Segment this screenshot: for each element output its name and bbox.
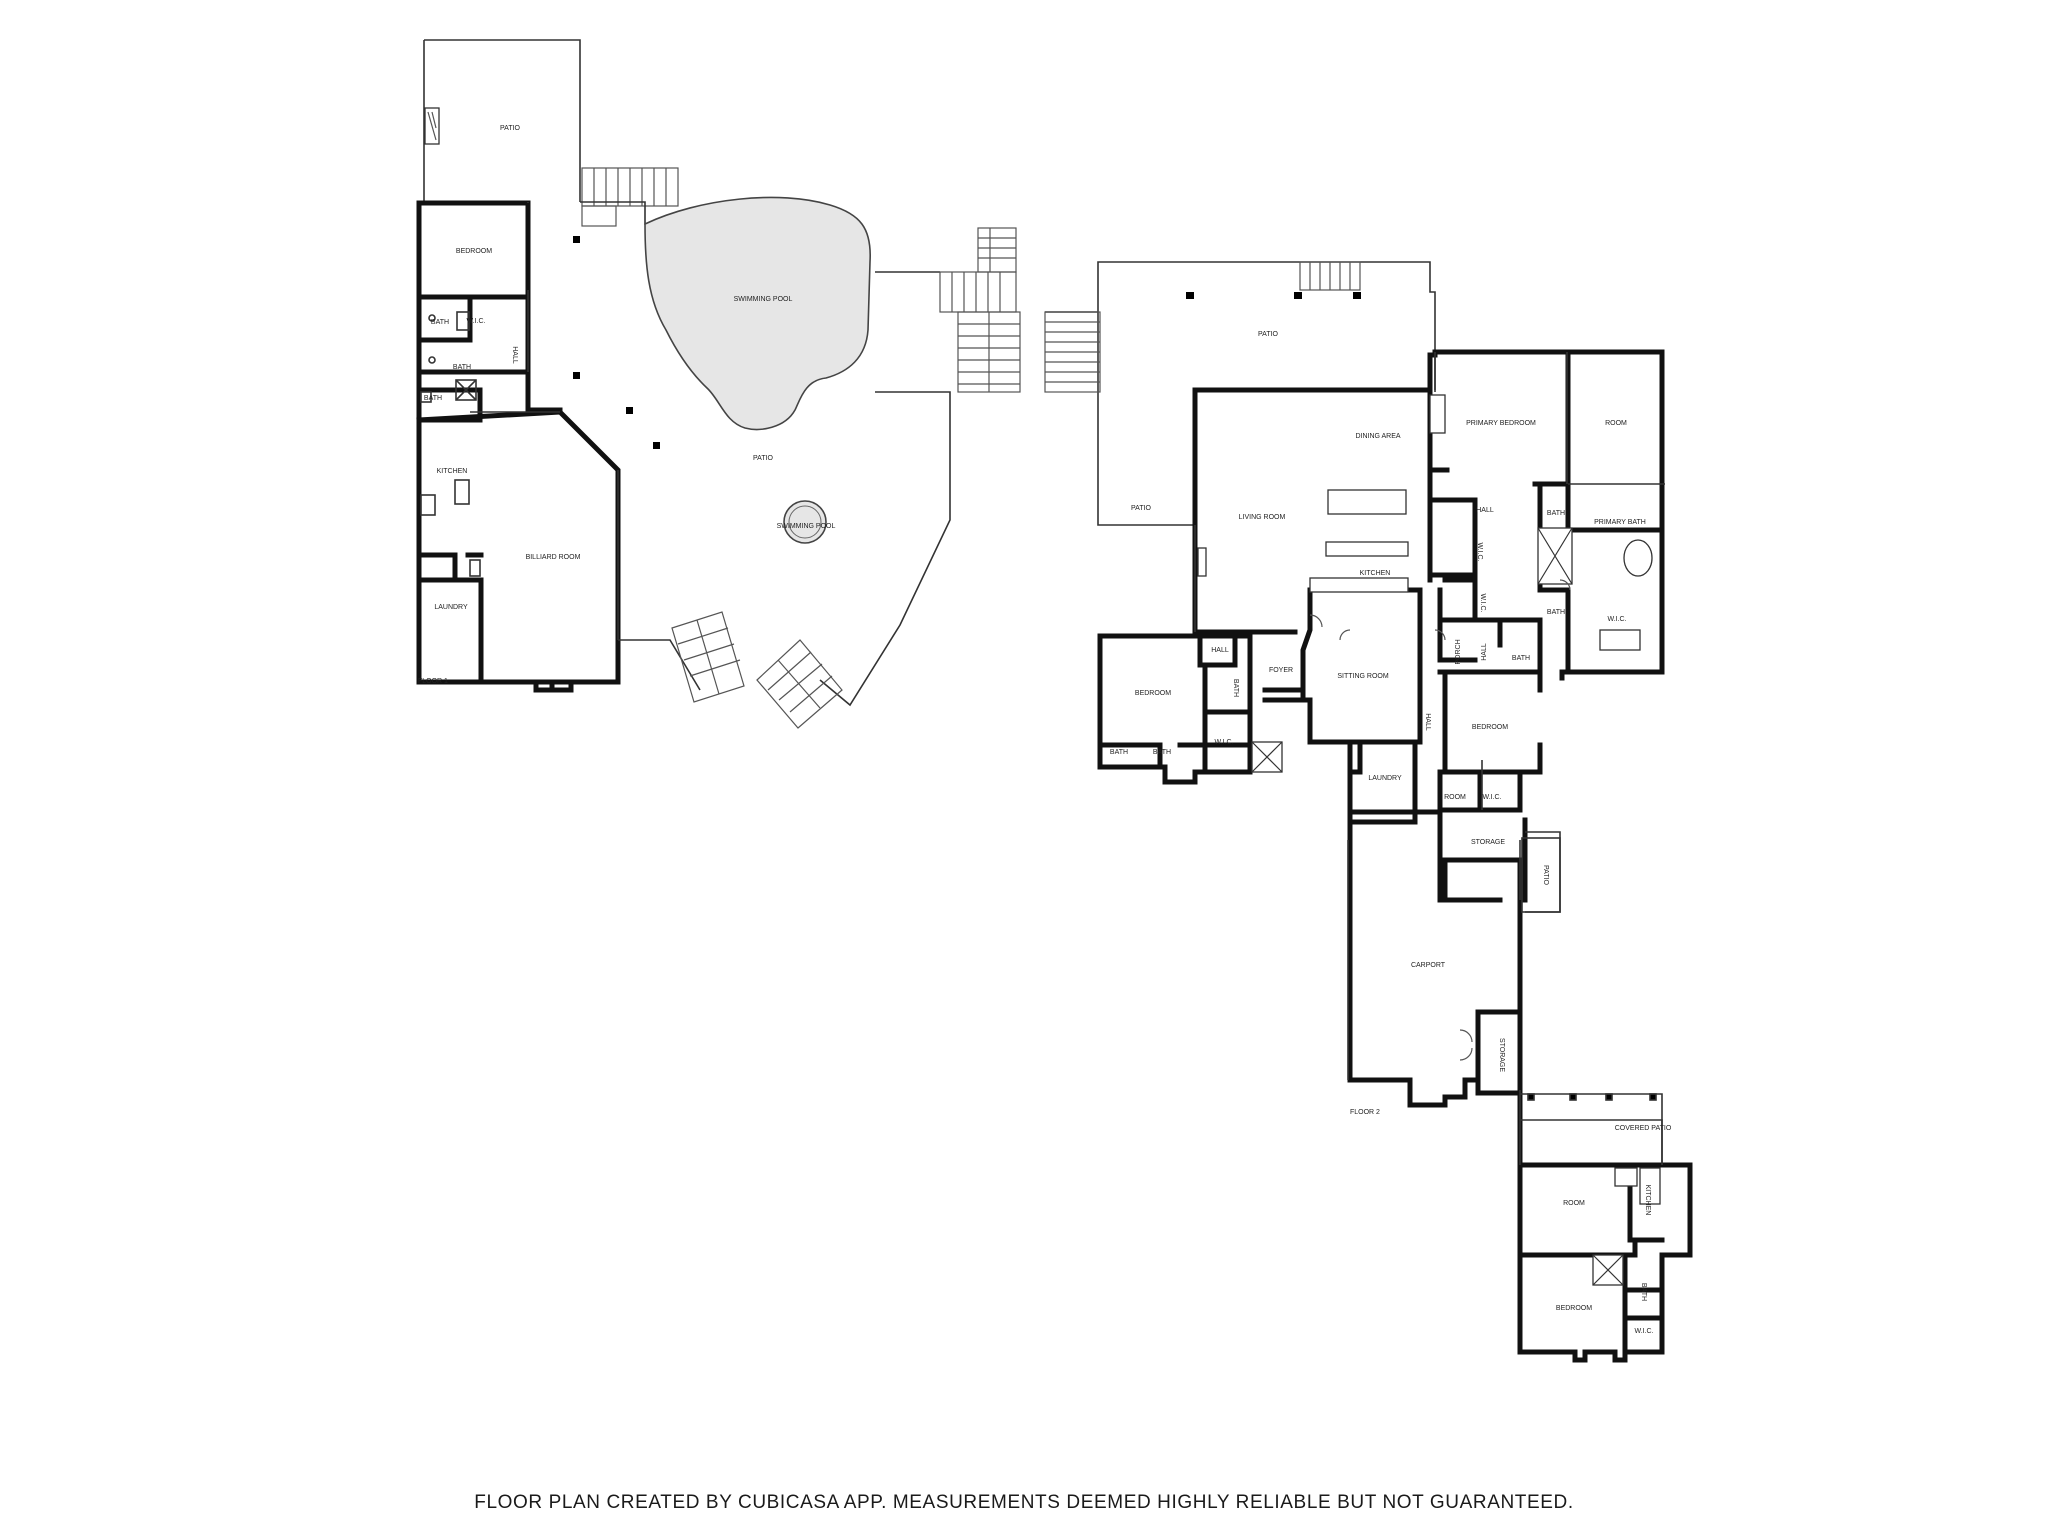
label-f2-bath-vert: BATH	[1232, 679, 1239, 697]
label-f2-foyer: FOYER	[1269, 667, 1293, 674]
label-f2-room-small: ROOM	[1444, 794, 1466, 801]
floor-1-columns	[573, 236, 660, 449]
label-f1-wic: W.I.C.	[466, 318, 485, 325]
label-f1-laundry: LAUNDRY	[434, 604, 468, 611]
floor-2-doors	[1309, 579, 1571, 1061]
floor-1-label: FLOOR 1	[418, 678, 448, 685]
floor-1-patio-outline	[527, 201, 951, 707]
floor-2-plan	[1044, 261, 1693, 1363]
label-f2-wic-c: W.I.C.	[1214, 739, 1233, 746]
label-f2-storage-b: STORAGE	[1498, 1038, 1505, 1072]
label-f1-bath-c: BATH	[424, 395, 442, 402]
label-f2-bath-d: BATH	[1110, 749, 1128, 756]
label-f2-bath-a: BATH	[1547, 510, 1565, 517]
swimming-pool-shape	[644, 196, 871, 431]
label-f2-porch: PORCH	[1455, 639, 1462, 664]
label-f1-patio-top: PATIO	[500, 125, 521, 132]
floor-2-patio-outline	[1045, 261, 1436, 526]
label-f2-room-top: ROOM	[1605, 420, 1627, 427]
label-f2-hall-a: HALL	[1476, 507, 1494, 514]
floor-1-walls	[416, 200, 621, 693]
floor-1-patio-top-outline	[423, 39, 581, 202]
label-f2-bath-e: BATH	[1153, 749, 1171, 756]
label-f1-kitchen: KITCHEN	[437, 468, 468, 475]
label-f2-kitchen-guest: KITCHEN	[1644, 1185, 1651, 1216]
label-f2-primary-bedroom: PRIMARY BEDROOM	[1466, 420, 1536, 427]
floor-2-label: FLOOR 2	[1350, 1109, 1380, 1116]
label-f2-sitting-room: SITTING ROOM	[1337, 673, 1389, 680]
room-labels: PATIO BEDROOM W.I.C. BATH BATH BATH HALL…	[418, 125, 1672, 1335]
label-f2-wic-b: W.I.C.	[1607, 616, 1626, 623]
label-f2-laundry: LAUNDRY	[1368, 775, 1402, 782]
label-f2-bedroom-guest: BEDROOM	[1556, 1305, 1592, 1312]
label-f2-bedroom-right: BEDROOM	[1472, 724, 1508, 731]
label-f2-wic-a: W.I.C.	[1476, 542, 1483, 561]
label-f1-billiard-room: BILLIARD ROOM	[526, 554, 581, 561]
label-f1-patio-main: PATIO	[753, 455, 774, 462]
floor-2-columns	[1186, 292, 1361, 299]
label-f2-storage-a: STORAGE	[1471, 839, 1505, 846]
label-f1-bath-b: BATH	[453, 364, 471, 371]
label-f2-wic-guest: W.I.C.	[1634, 1328, 1653, 1335]
floor-1-stairs-right	[939, 227, 1021, 393]
label-f1-pool-spa: SWIMMING POOL	[777, 523, 836, 530]
label-f2-bath-b: BATH	[1547, 609, 1565, 616]
label-f2-patio-side: PATIO	[1542, 865, 1549, 886]
floor-1-stairs-bottom	[671, 611, 843, 729]
label-f2-covered-patio: COVERED PATIO	[1615, 1125, 1672, 1132]
label-f2-primary-bath: PRIMARY BATH	[1594, 519, 1646, 526]
floor-2-covered-patio-outline	[1520, 1093, 1663, 1165]
label-f1-pool-main: SWIMMING POOL	[734, 296, 793, 303]
label-f2-bedroom-left: BEDROOM	[1135, 690, 1171, 697]
label-f2-kitchen: KITCHEN	[1360, 570, 1391, 577]
label-f2-living-room: LIVING ROOM	[1239, 514, 1286, 521]
spa-shape	[783, 500, 827, 544]
floor-1-plan	[416, 39, 1021, 729]
label-f2-hall-vert: HALL	[1481, 643, 1488, 661]
label-f1-bedroom: BEDROOM	[456, 248, 492, 255]
label-f2-patio-left: PATIO	[1131, 505, 1152, 512]
floor-2-stairs-top	[1044, 261, 1361, 393]
label-f1-hall: HALL	[511, 346, 518, 364]
floor-1-stairs-top	[581, 167, 679, 227]
label-f2-hall-c: HALL	[1424, 713, 1431, 731]
label-f2-dining-area: DINING AREA	[1355, 433, 1400, 440]
label-f2-bath-guest: BATH	[1640, 1283, 1647, 1301]
disclaimer-text: FLOOR PLAN CREATED BY CUBICASA APP. MEAS…	[474, 1492, 1574, 1513]
label-f2-bath-c: BATH	[1512, 655, 1530, 662]
label-f2-wic-d: W.I.C.	[1482, 794, 1501, 801]
label-f1-bath-a: BATH	[431, 319, 449, 326]
label-f2-carport: CARPORT	[1411, 962, 1446, 969]
floor-2-patio-side-outline	[1521, 837, 1561, 913]
label-f2-patio-top: PATIO	[1258, 331, 1279, 338]
floor-2-walls	[1097, 349, 1693, 1363]
label-f2-hall-b: HALL	[1211, 647, 1229, 654]
label-f2-room-guest: ROOM	[1563, 1200, 1585, 1207]
label-f2-wic-vert: W.I.C.	[1479, 593, 1486, 612]
